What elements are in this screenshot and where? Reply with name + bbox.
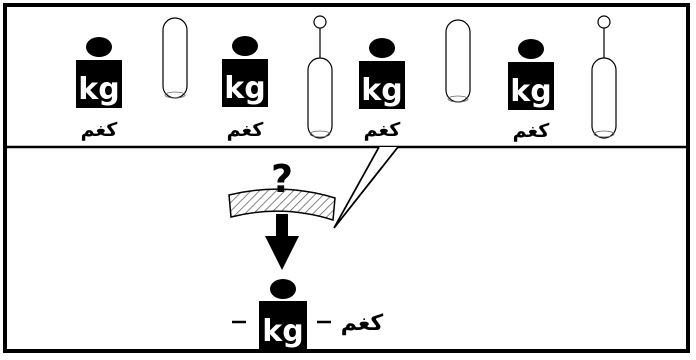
- weight-3-unit: kg: [361, 73, 402, 108]
- weight-1: kg كغم: [76, 37, 122, 141]
- weight-2-knob: [232, 36, 258, 56]
- weight-3-knob: [369, 38, 395, 58]
- weight-4-unit: kg: [510, 74, 551, 109]
- result-weight-caption: كغم: [341, 311, 384, 336]
- weight-2-block: [222, 59, 268, 107]
- weight-2: kg كغم: [222, 36, 268, 141]
- weight-4-caption: كغم: [513, 120, 551, 142]
- weight-3-caption: كغم: [364, 119, 402, 141]
- result-weight-unit: kg: [262, 314, 303, 349]
- balance-beam: [228, 188, 336, 221]
- weight-2-caption: كغم: [227, 119, 265, 141]
- weight-2-unit: kg: [224, 71, 265, 106]
- result-weight: kg كغم: [232, 279, 383, 350]
- suspended-container-2: [591, 15, 617, 139]
- outer-frame: [3, 3, 690, 353]
- weight-3-block: [359, 61, 405, 109]
- empty-container-2: [445, 19, 471, 103]
- weight-4-block: [508, 62, 554, 110]
- weight-1-block: [76, 60, 122, 108]
- weight-1-knob: [86, 37, 112, 57]
- empty-container-1: [162, 17, 188, 99]
- weight-4-knob: [518, 39, 544, 59]
- weight-1-caption: كغم: [81, 119, 119, 141]
- suspended-container-1: [307, 15, 333, 139]
- result-weight-block: [259, 301, 307, 350]
- result-weight-knob: [270, 279, 296, 299]
- weight-4: kg كغم: [508, 39, 554, 142]
- weight-3: kg كغم: [359, 38, 405, 141]
- weight-1-unit: kg: [78, 72, 119, 107]
- zoom-callout: [333, 146, 399, 229]
- down-arrow: [265, 214, 299, 270]
